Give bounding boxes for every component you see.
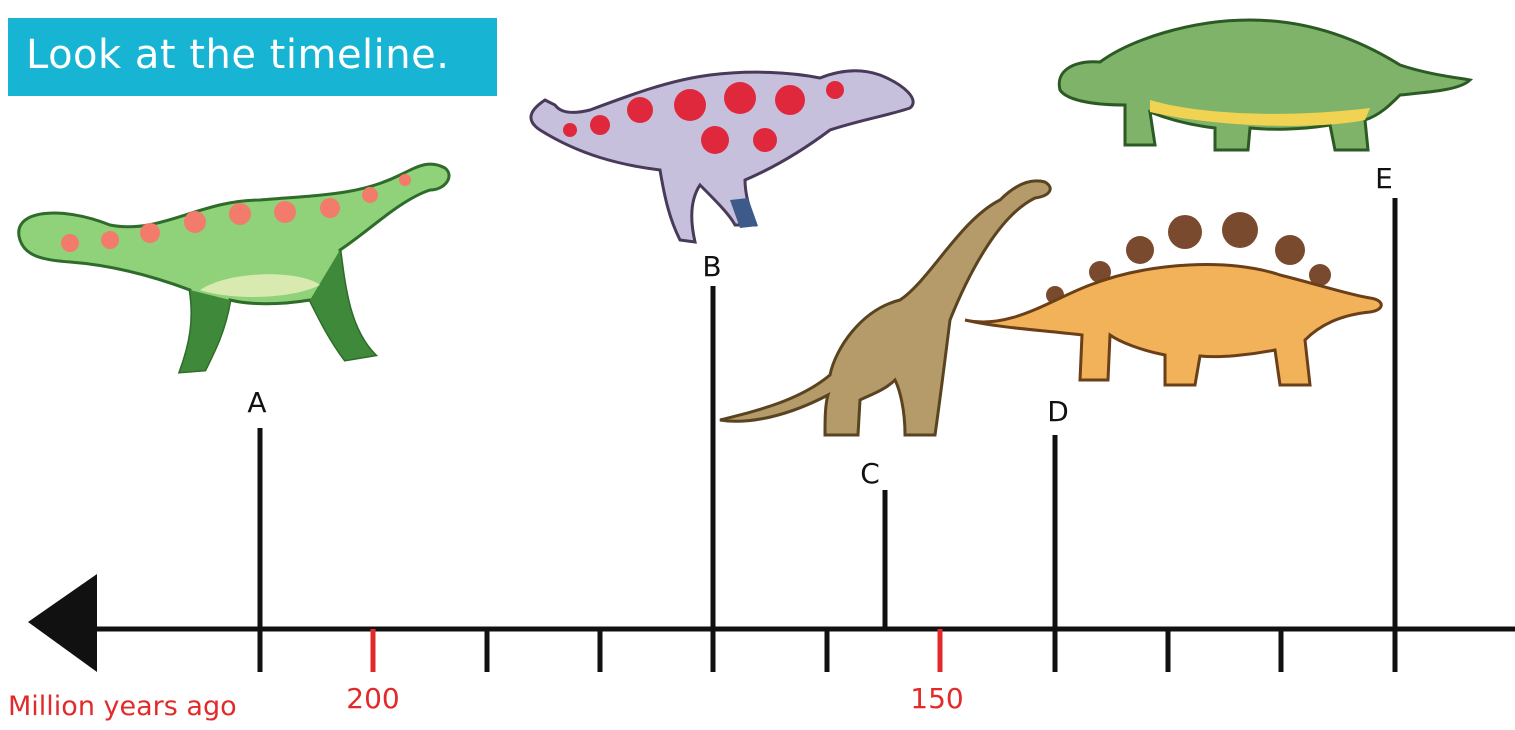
marker-e-label: E xyxy=(1375,162,1393,195)
dinosaur-b-illustration xyxy=(531,71,913,242)
marker-d-label: D xyxy=(1047,395,1069,428)
axis-unit-label: Million years ago xyxy=(8,691,237,722)
tick-label-150: 150 xyxy=(910,682,963,715)
dinosaur-c-illustration xyxy=(720,181,1050,435)
tick-label-200: 200 xyxy=(346,682,399,715)
marker-b-label: B xyxy=(702,250,721,283)
timeline-arrowhead xyxy=(28,574,97,672)
dinosaur-d-illustration xyxy=(965,212,1381,385)
marker-c-label: C xyxy=(860,457,880,490)
dinosaur-e-illustration xyxy=(1059,20,1470,150)
dinosaur-a-illustration xyxy=(19,164,449,372)
marker-a-label: A xyxy=(247,386,266,419)
